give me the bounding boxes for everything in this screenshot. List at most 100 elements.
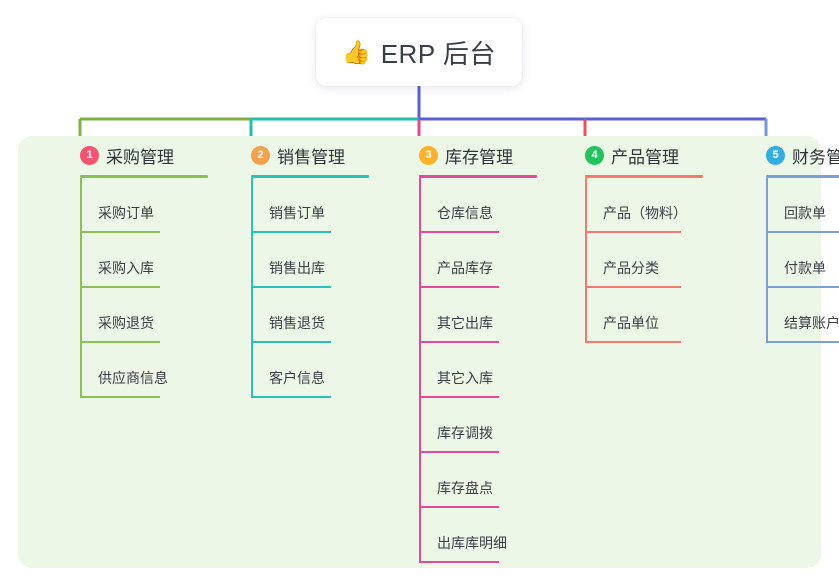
column-header-4[interactable]: 4 产品管理	[567, 142, 703, 168]
page-title: ERP 后台	[380, 38, 496, 69]
list-item-underline	[419, 341, 499, 343]
list-item-underline	[419, 396, 499, 398]
column-spine-5	[766, 178, 768, 343]
list-item-label: 供应商信息	[98, 370, 168, 386]
list-item-underline	[251, 286, 331, 288]
list-item-underline	[585, 341, 681, 343]
root-title-card[interactable]: 👍 ERP 后台	[316, 18, 522, 86]
column-items-2: 销售订单销售出库销售退货客户信息	[233, 178, 369, 398]
column-spine-1	[80, 178, 82, 398]
list-item-underline	[766, 286, 839, 288]
column-2: 2 销售管理销售订单销售出库销售退货客户信息	[233, 142, 369, 398]
list-item[interactable]: 销售出库	[233, 233, 369, 288]
column-underline-5	[766, 175, 839, 178]
list-item[interactable]: 产品（物料）	[567, 178, 703, 233]
column-spine-4	[585, 178, 587, 343]
column-badge-4: 4	[585, 145, 604, 165]
column-header-3[interactable]: 3 库存管理	[401, 142, 537, 168]
column-spine-3	[419, 178, 421, 563]
list-item-underline	[251, 396, 331, 398]
list-item-label: 回款单	[784, 205, 826, 221]
column-header-5[interactable]: 5 财务管理	[748, 142, 839, 168]
list-item-label: 出库库明细	[437, 535, 507, 551]
list-item[interactable]: 采购入库	[62, 233, 208, 288]
column-underline-2	[251, 175, 369, 178]
list-item-underline	[80, 396, 160, 398]
list-item-label: 产品单位	[603, 315, 659, 331]
column-title-3: 库存管理	[445, 147, 513, 167]
list-item[interactable]: 出库库明细	[401, 508, 537, 563]
column-items-5: 回款单付款单结算账户	[748, 178, 839, 343]
column-header-2[interactable]: 2 销售管理	[233, 142, 369, 168]
list-item[interactable]: 其它出库	[401, 288, 537, 343]
list-item[interactable]: 采购订单	[62, 178, 208, 233]
list-item-label: 仓库信息	[437, 205, 493, 221]
list-item-label: 销售退货	[269, 315, 325, 331]
list-item[interactable]: 库存盘点	[401, 453, 537, 508]
list-item[interactable]: 产品库存	[401, 233, 537, 288]
list-item-underline	[80, 286, 160, 288]
column-items-4: 产品（物料） 产品分类产品单位	[567, 178, 703, 343]
column-underline-3	[419, 175, 537, 178]
column-header-1[interactable]: 1 采购管理	[62, 142, 208, 168]
column-badge-1: 1	[80, 145, 99, 165]
column-items-3: 仓库信息产品库存其它出库其它入库库存调拨库存盘点出库库明细	[401, 178, 537, 563]
list-item-underline	[251, 341, 331, 343]
list-item-label: 库存盘点	[437, 480, 493, 496]
list-item[interactable]: 供应商信息	[62, 343, 208, 398]
list-item[interactable]: 客户信息	[233, 343, 369, 398]
list-item-label: 采购订单	[98, 205, 154, 221]
list-item-label: 销售出库	[269, 260, 325, 276]
list-item[interactable]: 结算账户	[748, 288, 839, 343]
column-5: 5 财务管理回款单付款单结算账户	[748, 142, 839, 343]
column-spine-2	[251, 178, 253, 398]
list-item-underline	[251, 231, 331, 233]
list-item-underline	[585, 286, 681, 288]
list-item-label: 结算账户	[784, 315, 839, 331]
list-item-underline	[766, 231, 839, 233]
list-item[interactable]: 销售退货	[233, 288, 369, 343]
column-badge-5: 5	[766, 145, 785, 165]
column-title-2: 销售管理	[277, 147, 345, 167]
list-item-underline	[419, 561, 499, 563]
column-3: 3 库存管理仓库信息产品库存其它出库其它入库库存调拨库存盘点出库库明细	[401, 142, 537, 563]
list-item-label: 产品分类	[603, 260, 659, 276]
list-item[interactable]: 销售订单	[233, 178, 369, 233]
list-item[interactable]: 库存调拨	[401, 398, 537, 453]
list-item[interactable]: 采购退货	[62, 288, 208, 343]
list-item-underline	[80, 341, 160, 343]
list-item-label: 其它入库	[437, 370, 493, 386]
column-items-1: 采购订单采购入库采购退货供应商信息	[62, 178, 208, 398]
list-item-label: 产品库存	[437, 260, 493, 276]
column-underline-1	[80, 175, 208, 178]
list-item[interactable]: 其它入库	[401, 343, 537, 398]
list-item-label: 采购退货	[98, 315, 154, 331]
list-item-label: 付款单	[784, 260, 826, 276]
list-item[interactable]: 回款单	[748, 178, 839, 233]
list-item-label: 库存调拨	[437, 425, 493, 441]
thumbs-up-icon: 👍	[342, 38, 371, 65]
column-title-1: 采购管理	[106, 147, 174, 167]
list-item-label: 其它出库	[437, 315, 493, 331]
list-item[interactable]: 产品分类	[567, 233, 703, 288]
list-item[interactable]: 付款单	[748, 233, 839, 288]
list-item-underline	[419, 451, 499, 453]
list-item-underline	[419, 286, 499, 288]
column-1: 1 采购管理采购订单采购入库采购退货供应商信息	[62, 142, 208, 398]
list-item-underline	[585, 231, 681, 233]
column-badge-3: 3	[419, 145, 438, 165]
list-item[interactable]: 仓库信息	[401, 178, 537, 233]
column-title-4: 产品管理	[611, 147, 679, 167]
list-item-underline	[766, 341, 839, 343]
column-badge-2: 2	[251, 145, 270, 165]
list-item-underline	[419, 506, 499, 508]
list-item-underline	[419, 231, 499, 233]
column-underline-4	[585, 175, 703, 178]
list-item-label: 客户信息	[269, 370, 325, 386]
list-item[interactable]: 产品单位	[567, 288, 703, 343]
list-item-label: 采购入库	[98, 260, 154, 276]
column-4: 4 产品管理产品（物料） 产品分类产品单位	[567, 142, 703, 343]
list-item-label: 产品（物料）	[603, 205, 687, 221]
column-title-5: 财务管理	[792, 147, 839, 167]
